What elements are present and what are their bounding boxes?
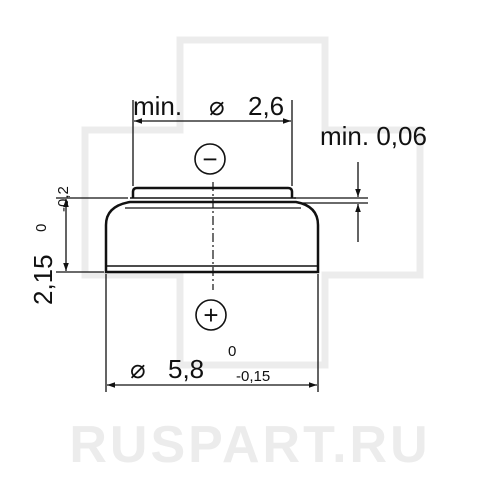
top-diameter-value: 2,6	[248, 91, 284, 121]
positive-terminal-circle	[195, 299, 227, 331]
bottom-diameter-value: 5,8	[168, 354, 204, 384]
watermark-cross	[81, 36, 424, 369]
step-height-label: min. 0,06	[320, 121, 427, 151]
step-height-dimension	[294, 162, 368, 242]
bottom-diameter-symbol-icon: ⌀	[130, 354, 146, 384]
height-dimension	[56, 197, 128, 273]
negative-terminal: −	[194, 143, 226, 175]
top-diameter-dimension	[132, 100, 293, 186]
battery-cell	[104, 200, 320, 274]
top-diameter-prefix: min.	[133, 91, 182, 121]
height-value: 2,15	[28, 254, 58, 305]
bottom-diameter-tolerance-lower: -0,15	[236, 368, 270, 385]
battery-top-cap	[131, 186, 294, 198]
negative-terminal-circle	[194, 143, 226, 175]
positive-terminal: +	[195, 299, 227, 331]
battery-body	[104, 186, 320, 274]
positive-terminal-icon: +	[203, 300, 218, 330]
height-tolerance-upper: 0	[33, 224, 50, 232]
bottom-diameter-tolerance-upper: 0	[228, 343, 236, 360]
height-tolerance-lower: -0,2	[55, 186, 72, 212]
bottom-diameter-dimension	[105, 274, 319, 392]
watermark-text: RUSPART.RU	[69, 416, 430, 474]
negative-terminal-icon: −	[202, 144, 217, 174]
diameter-symbol-icon: ⌀	[209, 91, 225, 121]
